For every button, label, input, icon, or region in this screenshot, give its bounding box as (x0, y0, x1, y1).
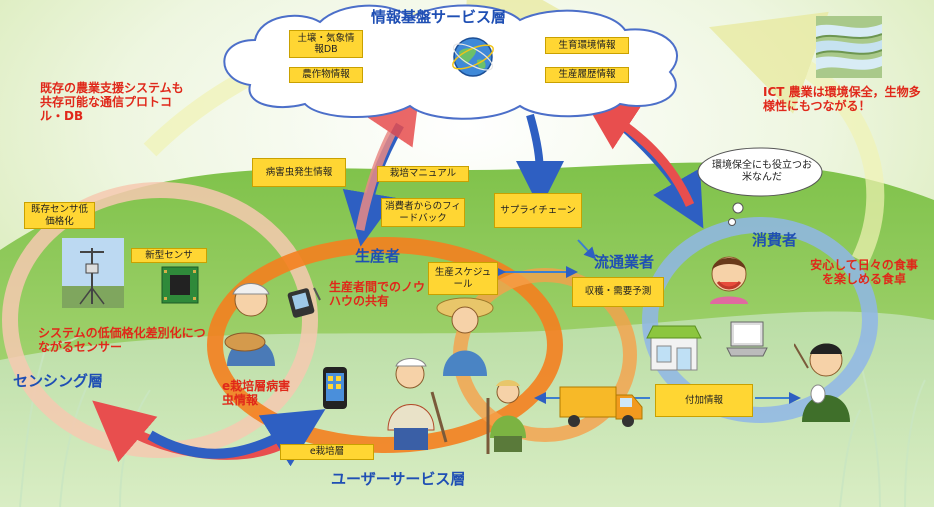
phone-icon (322, 366, 348, 410)
knowhow-note: 生産者間でのノウハウの共有 (329, 281, 433, 309)
sensor-note: システムの低価格化差別化につながるセンサー (38, 327, 208, 355)
farmer-elder-figure (215, 278, 285, 368)
pest-info-box: 病害虫発生情報 (252, 158, 346, 187)
consumer-man-figure (794, 338, 854, 422)
info-layer-title: 情報基盤サービス層 (371, 9, 506, 26)
harvest-forecast-box: 収穫・需要予測 (572, 277, 664, 307)
consumer-girl-figure (704, 248, 754, 304)
cloud-box-crop-info: 農作物情報 (289, 67, 363, 83)
shop-icon (645, 318, 703, 372)
consumer-title: 消費者 (752, 232, 797, 249)
laptop-icon (725, 320, 769, 360)
sensor-low-cost-box: 既存センサ低価格化 (24, 202, 95, 229)
user-layer-title: ユーザーサービス層 (331, 471, 465, 488)
dining-table-note: 安心して日々の食事を楽しめる食卓 (805, 259, 923, 287)
protocol-note: 既存の農業支援システムも共存可能な通信プロトコル・DB (40, 82, 192, 123)
farmer-young-figure (380, 352, 450, 452)
new-sensor-box: 新型センサ (131, 248, 207, 263)
e-cultivation-box: e栽培層 (280, 444, 374, 460)
cloud-box-soil-db: 土壌・気象情報DB (289, 30, 363, 58)
supply-chain-box: サプライチェーン (494, 193, 582, 228)
truck-icon (558, 381, 644, 431)
cultivation-manual-box: 栽培マニュアル (377, 166, 469, 182)
cloud-box-growth-env: 生育環境情報 (545, 37, 629, 54)
terrace-icon (816, 16, 882, 78)
sensing-layer-title: センシング層 (13, 373, 103, 390)
ict-note: ICT 農業は環境保全，生物多様性にもつながる！ (763, 86, 926, 114)
consumer-feedback-box: 消費者からのフィードバック (381, 198, 465, 227)
added-info-box: 付加情報 (655, 384, 753, 417)
consumer-thought-bubble: 環境保全にも役立つお米なんだ (712, 160, 812, 183)
globe-icon (449, 34, 497, 80)
distributor-title: 流通業者 (594, 254, 654, 271)
producer-title: 生産者 (355, 248, 400, 265)
sensor-icon (62, 238, 124, 308)
chip-icon (160, 265, 200, 305)
e-cultivation-note: e栽培層病害虫情報 (222, 380, 302, 408)
cloud-box-production-history: 生産履歴情報 (545, 67, 629, 83)
pda-icon (286, 286, 322, 318)
farmer-hoe-figure (482, 378, 536, 454)
